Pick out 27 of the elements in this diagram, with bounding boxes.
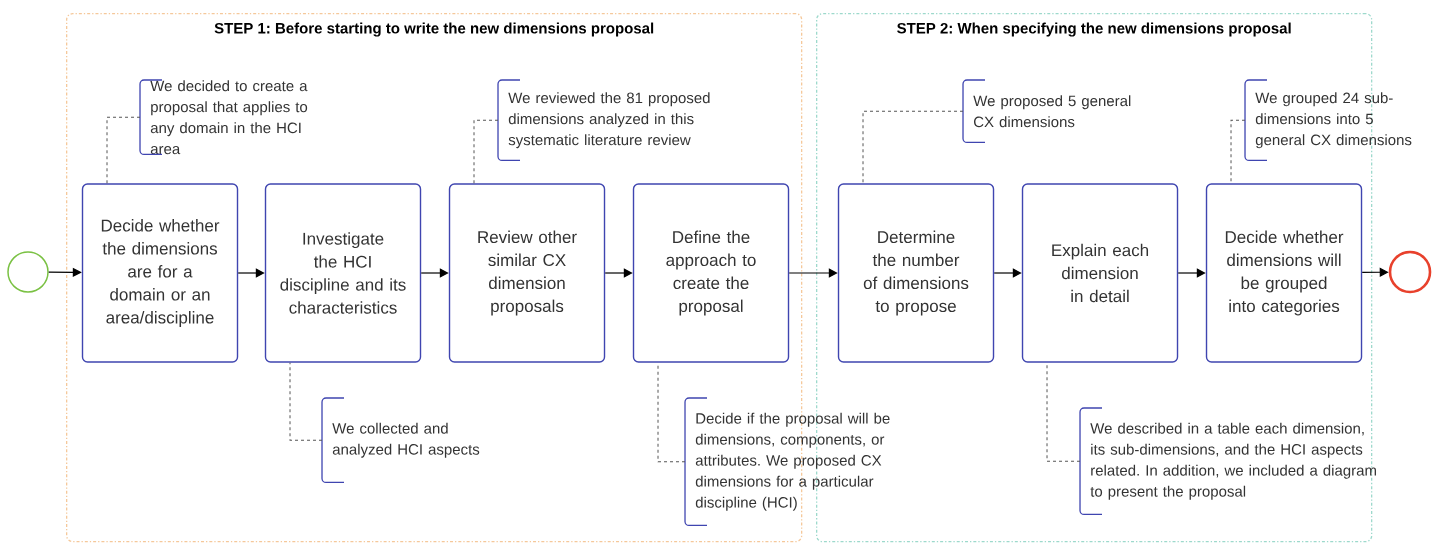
arrow [48,267,82,277]
annotation-callout: We decided to create a proposal that applies to any domain in the HCI area [139,79,308,156]
arrow [788,268,838,278]
annotation-callout: We collected and analyzed HCI aspects [321,397,480,484]
arrow [993,268,1022,278]
arrow [237,268,265,278]
arrow [604,268,633,278]
leader-line [1230,119,1246,184]
end-circle [1388,250,1432,294]
process-box: Review other similar CX dimension proposals [448,183,606,363]
annotation-callout: We grouped 24 sub-dimensions into 5 general CX dimensions [1244,79,1412,162]
leader-line [862,110,964,184]
process-box: Explain each dimension in detail [1021,183,1179,363]
process-box: Investigate the HCI discipline and its characteristics [264,183,422,363]
start-circle [7,251,49,293]
leader-line [106,116,141,184]
process-box: Decide whether dimensions will be grouped into categories [1205,183,1363,363]
process-box: Decide whether the dimensions are for a domain or an area/discipline [81,183,239,363]
process-box: Define the approach to create the proposal [632,183,790,363]
leader-line [289,362,323,441]
arrow [1177,268,1206,278]
annotation-callout: We reviewed the 81 proposed dimensions analyzed in this systematic literature review [497,79,710,162]
annotation-callout: We proposed 5 general CX dimensions [962,79,1131,144]
leader-line [473,119,499,184]
process-box: Determine the number of dimensions to propose [837,183,995,363]
annotation-callout: Decide if the proposal will be dimensions, components, or attributes. We proposed CX dimensions for a particular discipline (HCI) [684,397,890,527]
arrow [420,268,449,278]
